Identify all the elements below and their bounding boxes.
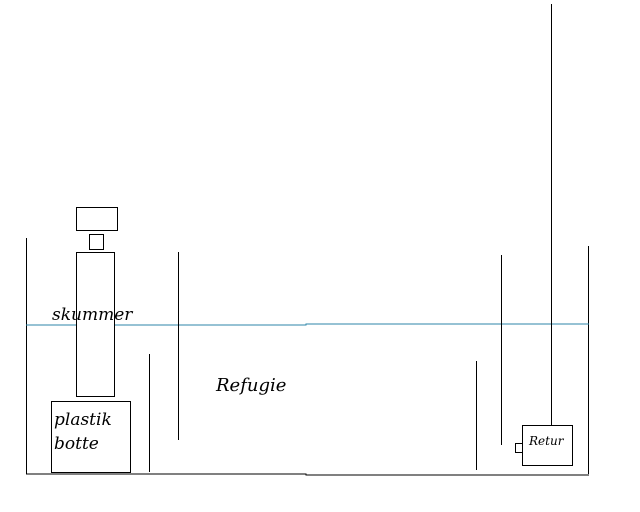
return-pump-inlet [515,443,523,453]
return-pump-label: Retur [528,434,565,448]
refugium-label: Refugie [215,375,286,396]
skimmer-body [76,252,115,397]
skimmer-neck [89,234,104,250]
water-line [26,323,589,326]
skimmer-label: skummer [52,305,133,325]
skimmer-top-cap [76,207,118,231]
plastic-bucket [51,401,131,473]
bucket-label-line1: plastik [54,410,112,430]
bucket-label-line2: botte [54,434,99,454]
tank-floor [26,473,589,476]
return-pump [522,425,573,466]
